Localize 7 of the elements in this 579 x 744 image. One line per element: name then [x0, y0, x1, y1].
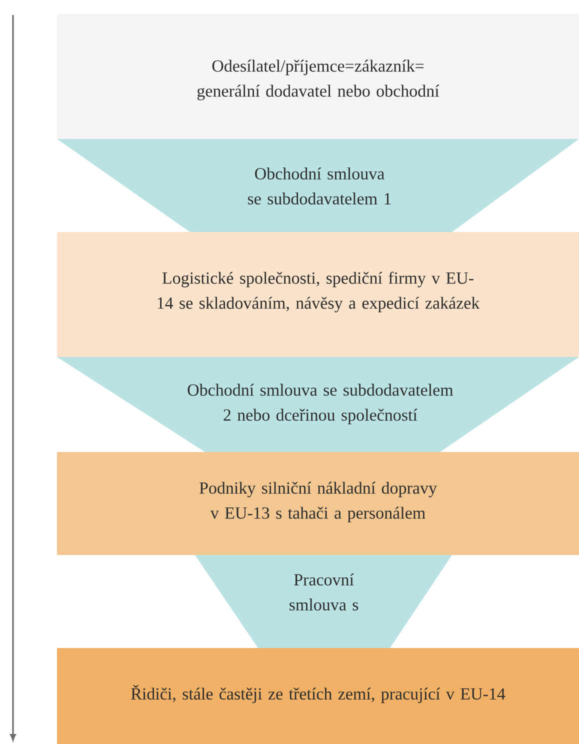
contract-trapezoid: Obchodní smlouva se subdodavatelem 2 nebo dceřinou společností [57, 357, 579, 452]
contract-trapezoid: Pracovní smlouva s [195, 555, 452, 648]
contract-trapezoid: Obchodní smlouva se subdodavatelem 1 [57, 139, 579, 232]
stage-band: Řidiči, stále častěji ze třetích zemí, pracující v EU-14 [57, 648, 579, 744]
stage-band: Logistické společnosti, spediční firmy v EU-14 se skladováním, návěsy a expedicí zakázek [57, 232, 579, 357]
stage-band: Odesílatel/příjemce=zákazník= generální dodavatel nebo obchodní [57, 14, 579, 139]
stage-band: Podniky silniční nákladní dopravy v EU-13 s tahači a personálem [57, 452, 579, 555]
